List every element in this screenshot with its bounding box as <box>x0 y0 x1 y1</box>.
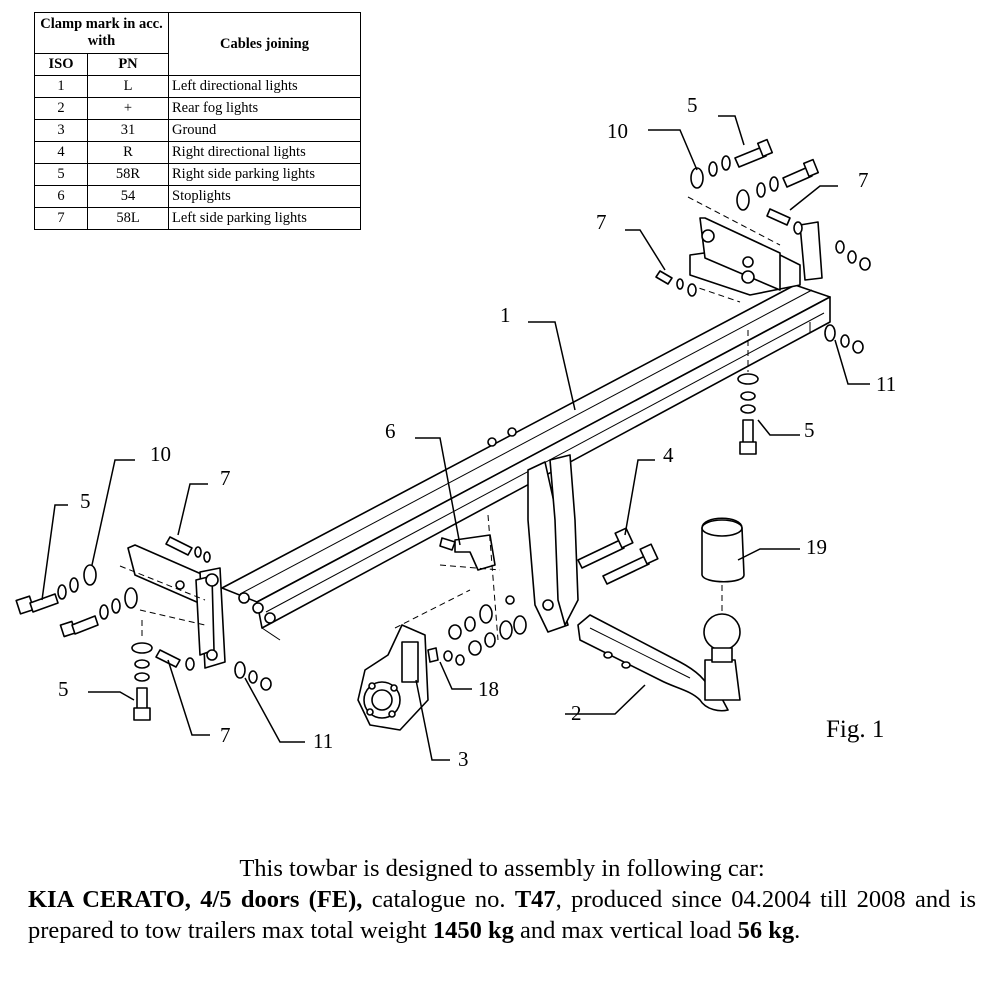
left-small-bolts <box>155 536 211 671</box>
ball-arm-part-2 <box>577 614 741 712</box>
table-row: 2+Rear fog lights <box>34 97 361 120</box>
right-side-bracket <box>687 196 823 303</box>
left-bolts <box>15 564 138 638</box>
caption-end: . <box>794 917 801 944</box>
leader-lines <box>41 115 870 761</box>
socket-plate-part-3 <box>357 624 465 731</box>
car-model: KIA CERATO, 4/5 doors (FE), <box>28 886 363 913</box>
callout-7-left: 7 <box>220 466 231 490</box>
vertical-text: and max vertical load <box>513 917 738 944</box>
vertical-load: 56 kg <box>737 917 795 944</box>
callout-2: 2 <box>571 701 582 725</box>
callout-10-top: 10 <box>607 119 628 143</box>
callout-7-top-left: 7 <box>596 210 607 234</box>
caption-intro: This towbar is designed to assembly in f… <box>239 855 765 882</box>
caption: This towbar is designed to assembly in f… <box>28 853 976 946</box>
tow-ball-and-cap-part-19 <box>701 517 745 663</box>
cable-clamp-table: Clamp mark in acc. with Cables joining I… <box>34 12 361 230</box>
callout-labels: 10 5 7 7 1 11 5 6 4 10 7 5 19 5 7 11 18 … <box>58 93 896 771</box>
callout-11-right: 11 <box>876 372 896 396</box>
caption-body: KIA CERATO, 4/5 doors (FE), catalogue no… <box>28 884 976 946</box>
callout-19: 19 <box>806 535 827 559</box>
catalogue-number: T47 <box>514 886 556 913</box>
right-lower-hardware <box>737 324 864 455</box>
callout-6: 6 <box>385 419 396 443</box>
produced-text: , produced since 04.2004 till 2008 and i… <box>28 886 976 944</box>
center-nuts-washers <box>448 604 527 656</box>
top-right-small-bolts <box>655 208 871 297</box>
header-clamp-mark: Clamp mark in acc. with <box>34 12 169 54</box>
callout-7-top-right: 7 <box>858 168 869 192</box>
callout-4: 4 <box>663 443 674 467</box>
callout-5-top: 5 <box>687 93 698 117</box>
callout-10-left: 10 <box>150 442 171 466</box>
callout-5-right: 5 <box>804 418 815 442</box>
callout-7-bottom: 7 <box>220 723 231 747</box>
callout-5-bottom-left: 5 <box>58 677 69 701</box>
callout-11-bottom: 11 <box>313 729 333 753</box>
row-cable: Rear fog lights <box>168 97 361 120</box>
left-bottom-hardware <box>131 620 272 721</box>
row-cable: Right side parking lights <box>168 163 361 186</box>
callout-18: 18 <box>478 677 499 701</box>
catalogue-text: catalogue no. <box>362 886 515 913</box>
header-iso: ISO <box>34 53 88 76</box>
bolts-part-4 <box>577 527 659 585</box>
socket-bracket-part-6 <box>439 534 501 571</box>
max-weight: 1450 kg <box>432 917 514 944</box>
row-cable: Stoplights <box>168 185 361 208</box>
towbar-assembly-diagram: 10 5 7 7 1 11 5 6 4 10 7 5 19 5 7 11 18 … <box>15 93 896 771</box>
callout-3: 3 <box>458 747 469 771</box>
top-right-bolts <box>690 138 820 211</box>
row-pn: 58L <box>87 207 169 230</box>
left-side-bracket <box>119 544 226 669</box>
row-cable: Right directional lights <box>168 141 361 164</box>
callout-1: 1 <box>500 303 511 327</box>
center-mounting-plate <box>394 454 579 641</box>
row-cable: Left side parking lights <box>168 207 361 230</box>
header-cables-joining: Cables joining <box>168 12 361 76</box>
callout-5-left: 5 <box>80 489 91 513</box>
figure-label: Fig. 1 <box>826 716 884 743</box>
crossbar-part-1 <box>221 284 831 641</box>
